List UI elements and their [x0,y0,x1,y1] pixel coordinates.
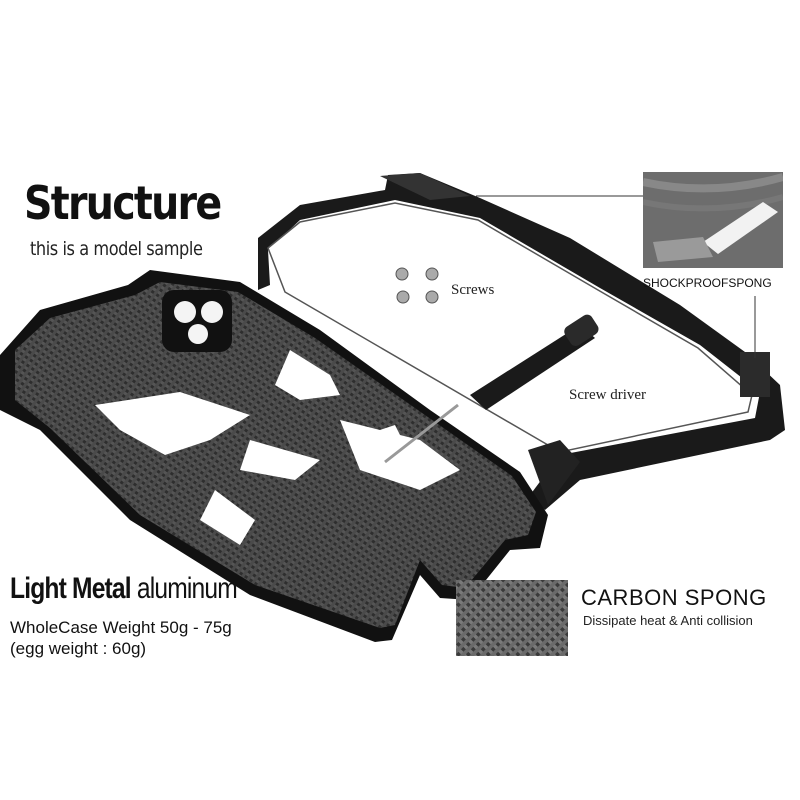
aluminum-text: aluminum [136,572,238,605]
carbon-back-plate [0,270,548,642]
screw-driver-label: Screw driver [569,387,647,403]
screw-icon [425,290,439,304]
page-subtitle: this is a model sample [30,238,203,260]
light-metal-text: Light Metal [10,572,132,605]
sponge-callout-lines [476,195,756,358]
egg-weight-text: (egg weight : 60g) [10,639,147,658]
page-title: Structure [24,176,222,230]
bumper-frame [258,173,785,510]
screw-icon [395,267,409,281]
weight-text: WholeCase Weight 50g - 75g [10,618,232,637]
shockproof-sponge-label: SHOCKPROOFSPONG [643,276,772,290]
screws-label: Screws [451,282,495,298]
screw-icon [425,267,439,281]
carbon-title: CARBON SPONG [581,585,767,610]
sponge-photo [643,172,783,268]
material-heading: Light Metal aluminum [10,572,238,606]
screw-icon [396,290,410,304]
screwdriver [384,314,599,464]
carbon-subtitle: Dissipate heat & Anti collision [583,613,753,628]
carbon-swatch [456,580,568,656]
screws-group [395,267,439,304]
